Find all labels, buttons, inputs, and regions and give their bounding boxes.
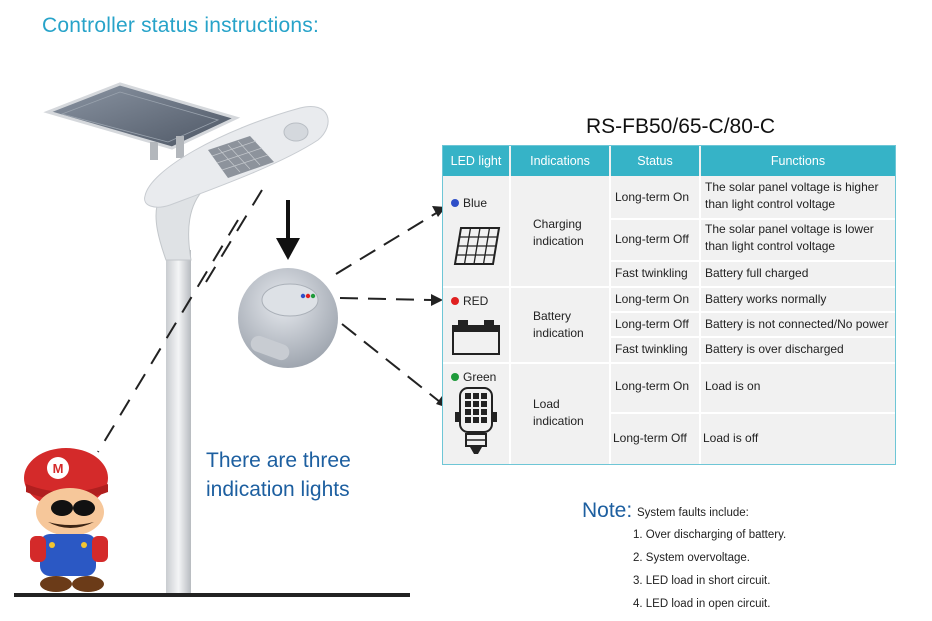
solar-panel-top <box>43 82 241 160</box>
header-led-light: LED light <box>443 146 509 176</box>
ground-line <box>14 593 410 597</box>
column-divider <box>699 176 701 464</box>
status-cell: Fast twinkling <box>615 266 688 280</box>
header-status: Status <box>611 146 699 176</box>
status-cell: Long-term On <box>615 379 690 393</box>
row-divider <box>611 412 895 414</box>
column-divider <box>609 176 611 464</box>
dashed-line-to-character <box>97 219 239 453</box>
red-dot-icon <box>451 297 459 305</box>
group-divider <box>443 286 895 288</box>
function-cell: Battery works normally <box>705 292 827 306</box>
note-item: 3. LED load in short circuit. <box>633 575 771 587</box>
function-cell: Load is on <box>705 379 761 393</box>
annotation-line: There are three <box>206 449 351 472</box>
model-title: RS-FB50/65-C/80-C <box>586 115 776 138</box>
blue-dot-icon <box>451 199 459 207</box>
indication-load: Load indication <box>533 397 584 428</box>
function-cell: Battery is not connected/No power <box>705 317 889 331</box>
dashed-arrows <box>335 211 441 403</box>
note-subtitle: System faults include: <box>637 507 749 519</box>
header-indications: Indications <box>511 146 609 176</box>
battery-icon <box>452 320 500 355</box>
character-illustration: M <box>24 448 108 592</box>
dashed-line-from-head <box>205 189 263 283</box>
function-cell: Battery is over discharged <box>705 342 844 356</box>
status-table: LED light Indications Status Functions B… <box>442 145 896 465</box>
note-item: 1. Over discharging of battery. <box>633 529 787 541</box>
down-arrow <box>276 200 300 260</box>
solar-panel-icon <box>453 227 501 265</box>
indication-charging: Charging indication <box>533 217 584 248</box>
status-cell: Long-term On <box>615 292 690 306</box>
function-cell: The solar panel voltage is lower than li… <box>705 222 874 253</box>
annotation-line: indication lights <box>206 478 350 501</box>
note-item: 2. System overvoltage. <box>633 552 750 564</box>
led-bulb-icon <box>455 387 497 454</box>
status-cell: Long-term Off <box>615 317 689 331</box>
status-cell: Fast twinkling <box>615 342 688 356</box>
status-cell: Long-term On <box>615 190 690 204</box>
controller-closeup <box>238 268 338 368</box>
status-cell: Long-term Off <box>615 232 689 246</box>
group-divider <box>443 362 895 364</box>
function-cell: Battery full charged <box>705 266 809 280</box>
row-divider <box>611 311 895 313</box>
row-divider <box>611 336 895 338</box>
function-cell: The solar panel voltage is higher than l… <box>705 180 879 211</box>
status-cell: Long-term Off <box>613 431 687 445</box>
led-label-blue: Blue <box>451 196 487 210</box>
row-divider <box>611 218 895 220</box>
svg-text:M: M <box>53 461 64 476</box>
note-title: Note: <box>582 499 633 522</box>
led-label-green: Green <box>451 370 496 384</box>
pole <box>166 250 191 593</box>
lamp-head <box>144 105 329 208</box>
column-divider <box>509 176 511 464</box>
green-dot-icon <box>451 373 459 381</box>
page-title: Controller status instructions: <box>42 14 319 37</box>
note-item: 4. LED load in open circuit. <box>633 598 771 610</box>
indication-battery: Battery indication <box>533 309 584 340</box>
row-divider <box>611 260 895 262</box>
header-functions: Functions <box>701 146 895 176</box>
function-cell: Load is off <box>703 431 759 445</box>
led-label-red: RED <box>451 294 488 308</box>
indication-lights-annotation: There are three indication lights <box>206 446 351 504</box>
